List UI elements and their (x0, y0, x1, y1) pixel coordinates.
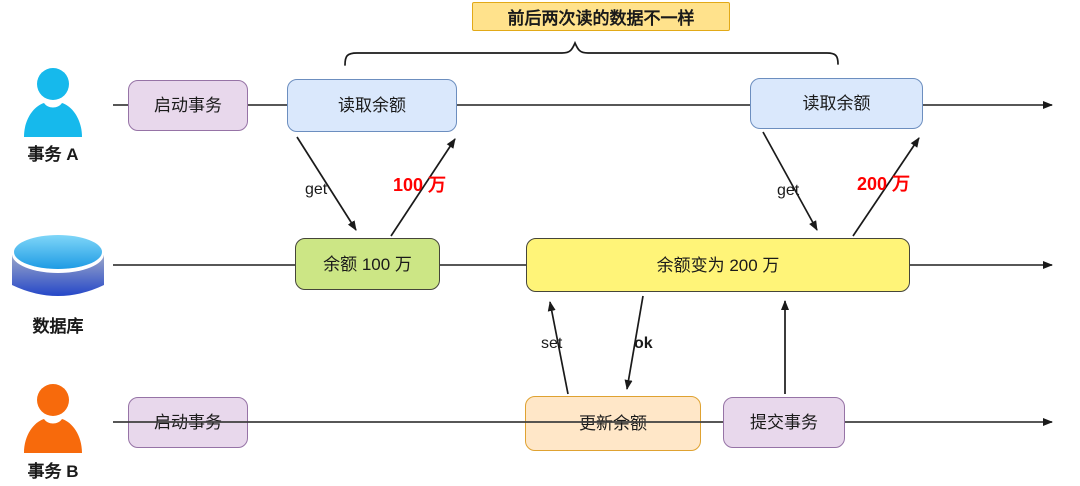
banner-note: 前后两次读的数据不一样 (472, 2, 730, 31)
box-start-transaction-a: 启动事务 (128, 80, 248, 131)
actor-label-transaction-b: 事务 B (27, 462, 79, 481)
label-ok: ok (634, 335, 653, 352)
box-commit-transaction: 提交事务 (723, 397, 845, 448)
arrow-get-2 (762, 131, 818, 231)
database-icon (8, 233, 108, 308)
arrow-result-1 (390, 138, 456, 237)
label-set: set (541, 335, 563, 352)
user-b-icon (22, 383, 84, 458)
label-get-1: get (305, 181, 328, 198)
box-balance-100: 余额 100 万 (295, 238, 440, 290)
user-a-icon (22, 67, 84, 142)
arrow-ok (624, 295, 644, 390)
arrow-set (547, 301, 569, 395)
box-read-balance-1: 读取余额 (287, 79, 457, 132)
box-balance-200: 余额变为 200 万 (526, 238, 910, 292)
label-result-200: 200 万 (857, 174, 911, 194)
arrow-get-1 (296, 136, 357, 231)
box-read-balance-2: 读取余额 (750, 78, 923, 129)
actor-label-transaction-a: 事务 A (27, 145, 79, 164)
arrow-result-2 (852, 137, 920, 237)
label-get-2: get (777, 182, 800, 199)
label-result-100: 100 万 (393, 175, 447, 195)
box-update-balance: 更新余额 (525, 396, 701, 451)
actor-label-database: 数据库 (32, 317, 84, 336)
brace (344, 40, 839, 66)
